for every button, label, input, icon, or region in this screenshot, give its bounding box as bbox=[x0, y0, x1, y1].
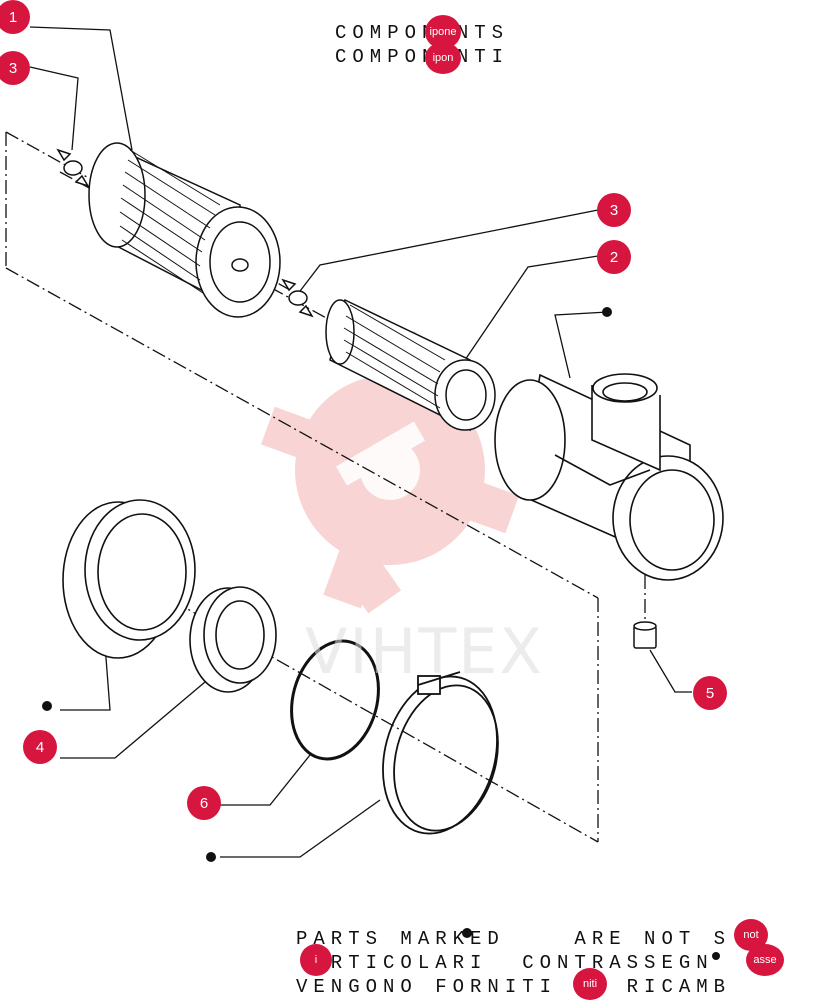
inner-safety-cartridge bbox=[325, 298, 496, 432]
callout-leader-lines bbox=[29, 26, 692, 858]
title-overlay-badge-2: ipon bbox=[425, 42, 461, 74]
footer-note-line-1: PARTS MARKED ARE NOT S bbox=[296, 928, 732, 950]
callout-3-middle: 3 bbox=[597, 193, 631, 227]
title-overlay-badge-1: ipone bbox=[425, 15, 461, 49]
hose-clamp bbox=[382, 671, 499, 835]
footer-overlay-badge-i: i bbox=[300, 944, 332, 976]
footer-note-line-3: VENGONO FORNITI DI RICAMB bbox=[296, 976, 732, 998]
footer-overlay-badge-asse: asse bbox=[746, 944, 784, 976]
wing-nut-top bbox=[56, 148, 90, 188]
drain-valve bbox=[633, 621, 657, 649]
callout-4: 4 bbox=[23, 730, 57, 764]
title-italian: COMPONENTI bbox=[335, 46, 510, 68]
footer-marker-dot-2 bbox=[712, 952, 720, 960]
watermark-wrench-icon bbox=[336, 421, 425, 500]
callout-2: 2 bbox=[597, 240, 631, 274]
watermark-text: VIHTEX bbox=[305, 615, 544, 688]
filter-housing bbox=[494, 373, 724, 581]
callout-5: 5 bbox=[693, 676, 727, 710]
footer-note-line-2: ARTICOLARI CONTRASSEGN bbox=[296, 952, 714, 974]
dust-valve-ring bbox=[189, 586, 277, 693]
wing-nut-middle bbox=[281, 278, 314, 318]
marker-dots bbox=[42, 307, 612, 862]
footer-marker-dot-1 bbox=[462, 928, 472, 938]
callout-1: 1 bbox=[0, 0, 30, 34]
callout-6: 6 bbox=[187, 786, 221, 820]
o-ring-seal bbox=[290, 639, 380, 761]
title-english: COMPONENTS bbox=[335, 22, 510, 44]
callout-3-top: 3 bbox=[0, 51, 30, 85]
outer-filter-cartridge bbox=[88, 142, 281, 318]
footer-overlay-badge-niti: niti bbox=[573, 968, 607, 1000]
end-cover bbox=[62, 499, 196, 659]
